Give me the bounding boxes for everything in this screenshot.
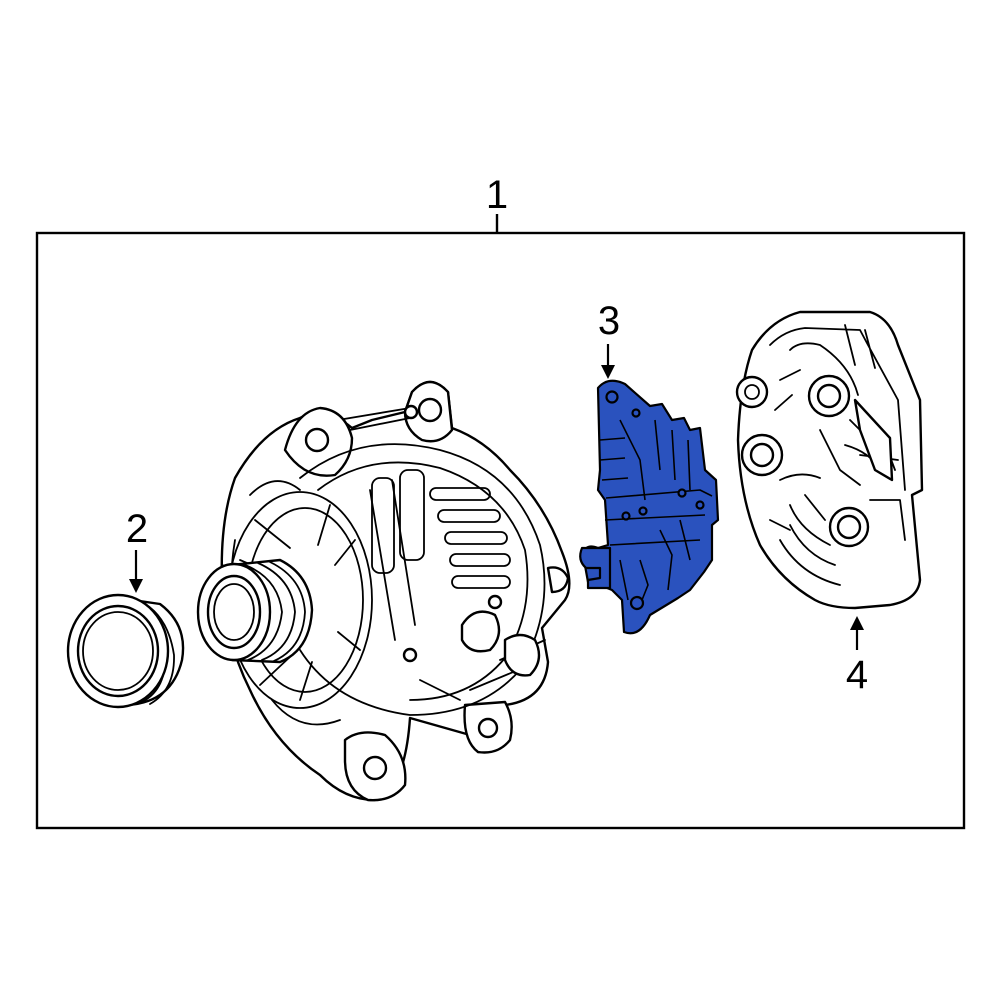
rear-cover-part-4[interactable]: [735, 310, 924, 610]
callout-2[interactable]: 2: [126, 507, 148, 551]
pulley-part-2[interactable]: [66, 593, 185, 709]
callout-4[interactable]: 4: [846, 653, 868, 697]
cooling-slots: [371, 469, 511, 589]
callout-2-arrow: [129, 550, 143, 593]
callout-1[interactable]: 1: [486, 173, 508, 217]
callout-4-arrow: [850, 616, 864, 650]
callout-3-arrow: [601, 344, 615, 379]
cover-bosses: [735, 374, 870, 548]
alternator-part-1[interactable]: [196, 380, 571, 802]
assembly-frame: [35, 231, 966, 830]
alternator-pulley: [196, 558, 314, 664]
voltage-regulator-part-3[interactable]: [579, 379, 720, 635]
callout-3[interactable]: 3: [598, 299, 620, 343]
